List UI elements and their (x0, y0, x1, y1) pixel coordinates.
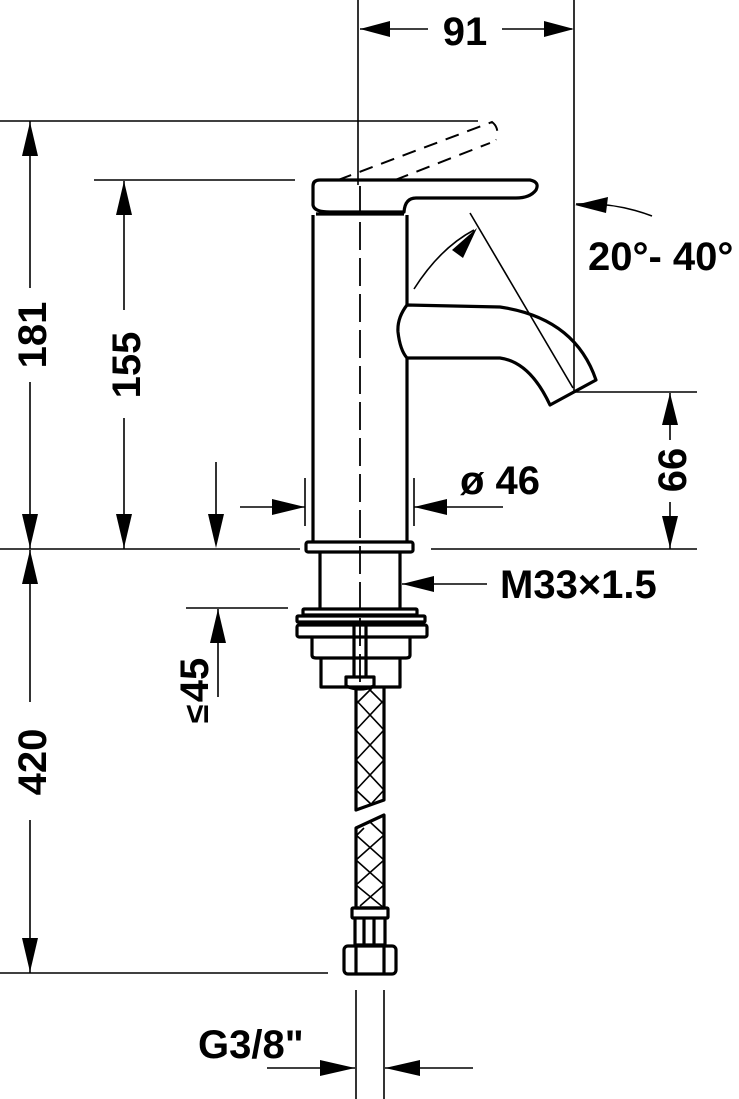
extension-lines (0, 0, 697, 1099)
dimension-body-diameter: ø 46 (208, 459, 540, 548)
total-height-label: 181 (11, 302, 55, 369)
connection-thread-label: G3/8" (198, 1023, 304, 1067)
dimension-lever-angle: 20°- 40° (413, 197, 733, 389)
braided-hose (342, 687, 398, 976)
thread-label: M33×1.5 (500, 563, 657, 607)
dimension-connection-thread: G3/8" (198, 1023, 473, 1076)
dimension-deck-thickness: 45 ≤ (173, 609, 226, 723)
dimension-total-height: 181 (11, 121, 55, 549)
spout-height-label: 66 (651, 448, 695, 493)
faucet-body (295, 120, 598, 691)
dimension-body-height: 155 (105, 181, 149, 549)
dimension-thread: M33×1.5 (402, 563, 657, 607)
dimension-hose-length: 420 (11, 550, 55, 973)
body-diameter-label: ø 46 (460, 459, 540, 503)
deck-thickness-label: 45 (173, 658, 217, 703)
max-symbol: ≤ (178, 705, 216, 724)
hose-length-label: 420 (11, 729, 55, 796)
lever-angle-label: 20°- 40° (588, 235, 733, 279)
dimension-spout-height: 66 (651, 393, 695, 549)
dimension-spout-reach: 91 (360, 10, 574, 54)
body-height-label: 155 (105, 332, 149, 399)
spout-reach-label: 91 (443, 10, 488, 54)
